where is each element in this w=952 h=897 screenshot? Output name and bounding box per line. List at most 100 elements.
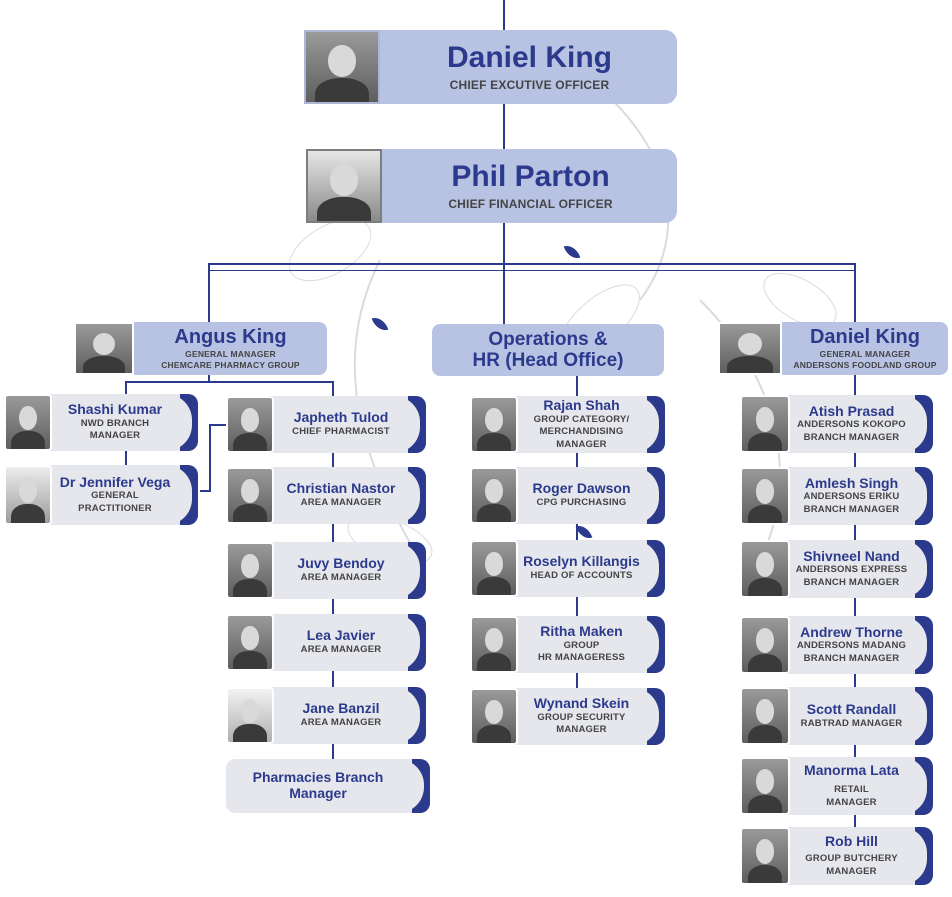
person-card-lea-javier: Lea Javier AREA MANAGER bbox=[226, 614, 426, 671]
person-name: Manorma Lata bbox=[804, 761, 899, 778]
connector-ceo-cfo bbox=[503, 103, 505, 149]
person-card-ritha-maken: Ritha Maken GROUP HR MANAGERESS bbox=[470, 616, 665, 673]
person-photo bbox=[740, 827, 790, 885]
person-role: ANDERSONS EXPRESS bbox=[795, 564, 908, 576]
person-name: Juvy Bendoy bbox=[297, 555, 385, 572]
person-name: Atish Prasad bbox=[808, 402, 895, 419]
person-card-manorma-lata: Manorma Lata RETAIL MANAGER bbox=[740, 757, 933, 815]
person-photo bbox=[226, 542, 274, 599]
left-head-role-2: CHEMCARE PHARMACY GROUP bbox=[161, 359, 300, 370]
person-role: BRANCH MANAGER bbox=[803, 652, 900, 664]
person-name: Jane Banzil bbox=[302, 700, 380, 717]
person-card-shivneel-nand: Shivneel Nand ANDERSONS EXPRESS BRANCH M… bbox=[740, 540, 933, 598]
person-role: PRACTITIONER bbox=[78, 502, 152, 514]
person-photo bbox=[4, 465, 52, 525]
person-role: HR MANAGERESS bbox=[537, 652, 626, 664]
connector-left-side bbox=[125, 450, 127, 466]
person-name: Shashi Kumar bbox=[67, 401, 163, 418]
person-name: Rob Hill bbox=[825, 832, 878, 849]
person-photo bbox=[4, 394, 52, 451]
cfo-name: Phil Parton bbox=[451, 159, 610, 193]
cfo-role: CHIEF FINANCIAL OFFICER bbox=[448, 196, 613, 211]
middle-head-line-2: HR (Head Office) bbox=[472, 350, 624, 371]
person-name: Japheth Tulod bbox=[293, 409, 389, 426]
person-photo bbox=[226, 467, 274, 524]
ceo-photo bbox=[304, 30, 380, 104]
connector-mid-down bbox=[503, 263, 505, 325]
connector-cfo-branches bbox=[503, 222, 505, 264]
person-name: Amlesh Singh bbox=[804, 474, 899, 491]
person-role: RABTRAD MANAGER bbox=[800, 717, 903, 729]
person-photo bbox=[740, 467, 790, 525]
person-card-andrew-thorne: Andrew Thorne ANDERSONS MADANG BRANCH MA… bbox=[740, 616, 933, 674]
person-photo bbox=[470, 540, 518, 597]
person-photo bbox=[226, 687, 274, 744]
person-card-juvy-bendoy: Juvy Bendoy AREA MANAGER bbox=[226, 542, 426, 599]
person-card-roselyn-killangis: Roselyn Killangis HEAD OF ACCOUNTS bbox=[470, 540, 665, 597]
connector-branch-bar bbox=[208, 263, 856, 265]
person-photo bbox=[740, 540, 790, 598]
connector-top bbox=[503, 0, 505, 30]
person-role: GROUP CATEGORY/ bbox=[533, 413, 630, 425]
person-role: AREA MANAGER bbox=[300, 497, 382, 509]
person-card-christian-nastor: Christian Nastor AREA MANAGER bbox=[226, 467, 426, 524]
person-name: Andrew Thorne bbox=[800, 623, 903, 640]
person-role: MANAGER bbox=[826, 796, 877, 808]
ceo-name: Daniel King bbox=[446, 40, 612, 74]
person-card-roger-dawson: Roger Dawson CPG PURCHASING bbox=[470, 467, 665, 524]
person-role: BRANCH MANAGER bbox=[803, 576, 900, 588]
connector-side-link-h bbox=[200, 490, 210, 492]
person-role: AREA MANAGER bbox=[300, 572, 382, 584]
person-role: AREA MANAGER bbox=[300, 644, 382, 656]
person-role: MANAGER bbox=[826, 865, 877, 877]
ceo-role: CHIEF EXCUTIVE OFFICER bbox=[449, 77, 610, 92]
person-role: MANAGER bbox=[89, 430, 141, 442]
person-name: Wynand Skein bbox=[533, 695, 630, 712]
person-card-rajan-shah: Rajan Shah GROUP CATEGORY/ MERCHANDISING… bbox=[470, 396, 665, 453]
person-photo bbox=[740, 616, 790, 674]
person-name: Roselyn Killangis bbox=[523, 553, 640, 570]
person-role: NWD BRANCH bbox=[80, 417, 150, 429]
person-name: Dr Jennifer Vega bbox=[59, 473, 171, 490]
right-head-name: Daniel King bbox=[809, 326, 920, 349]
person-photo bbox=[740, 395, 790, 453]
person-photo bbox=[740, 757, 790, 815]
daniel-king-gm-photo bbox=[718, 322, 782, 375]
cfo-card: Phil Parton CHIEF FINANCIAL OFFICER bbox=[306, 149, 677, 223]
person-role: CPG PURCHASING bbox=[536, 497, 627, 509]
person-role: MANAGER bbox=[556, 724, 607, 736]
person-card-japheth-tulod: Japheth Tulod CHIEF PHARMACIST bbox=[226, 396, 426, 453]
person-name: Lea Javier bbox=[306, 627, 376, 644]
person-role: BRANCH MANAGER bbox=[803, 503, 900, 515]
person-role: BRANCH MANAGER bbox=[803, 431, 900, 443]
person-photo bbox=[470, 688, 518, 745]
person-card-scott-randall: Scott Randall RABTRAD MANAGER bbox=[740, 687, 933, 745]
person-role: MERCHANDISING MANAGER bbox=[539, 426, 624, 450]
person-photo bbox=[470, 616, 518, 673]
person-name: Scott Randall bbox=[806, 700, 897, 717]
left-head-role-1: GENERAL MANAGER bbox=[185, 348, 276, 359]
person-role: GENERAL bbox=[91, 490, 139, 502]
person-photo bbox=[470, 467, 518, 524]
person-photo bbox=[740, 687, 790, 745]
person-name: Roger Dawson bbox=[532, 480, 631, 497]
connector-branch-bar-lower bbox=[208, 270, 856, 271]
left-head-name: Angus King bbox=[174, 326, 287, 349]
person-card-amlesh-singh: Amlesh Singh ANDERSONS ERIKU BRANCH MANA… bbox=[740, 467, 933, 525]
person-name: Rajan Shah bbox=[543, 397, 620, 414]
connector-right-down bbox=[854, 263, 856, 323]
person-role: ANDERSONS KOKOPO bbox=[797, 419, 906, 431]
person-role: RETAIL bbox=[834, 784, 869, 796]
person-role: GROUP BUTCHERY bbox=[805, 853, 898, 865]
person-role: CHIEF PHARMACIST bbox=[292, 426, 390, 438]
connector-right-staff bbox=[854, 375, 856, 830]
connector-left-split bbox=[125, 381, 333, 383]
connector-side-link-top bbox=[209, 424, 227, 426]
person-role: GROUP SECURITY bbox=[537, 711, 626, 723]
person-photo bbox=[470, 396, 518, 453]
middle-group-header: Operations & HR (Head Office) bbox=[432, 324, 664, 376]
person-role: ANDERSONS MADANG bbox=[796, 640, 907, 652]
person-name: Christian Nastor bbox=[286, 480, 396, 497]
connector-left-down bbox=[208, 263, 210, 323]
connector-left-split-a bbox=[208, 374, 210, 382]
